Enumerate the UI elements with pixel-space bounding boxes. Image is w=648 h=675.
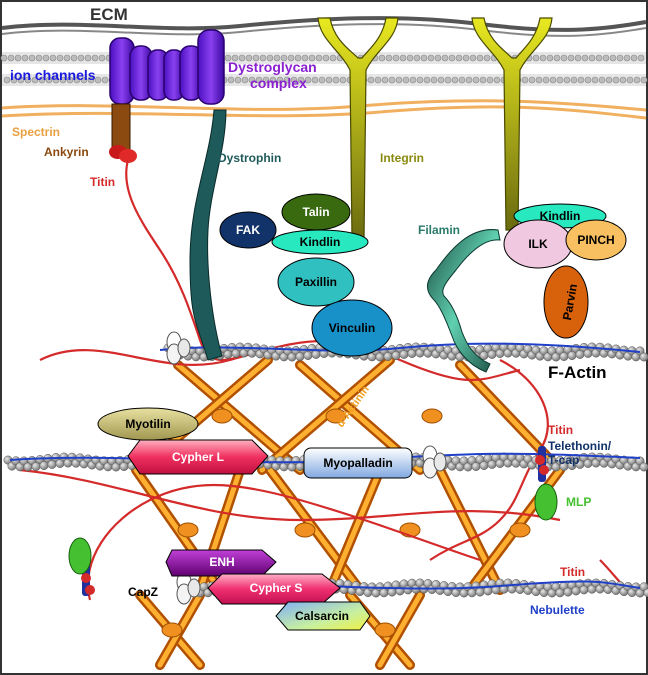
- protein-pinch: PINCH: [565, 219, 627, 261]
- titin-top-label: Titin: [90, 175, 115, 189]
- protein-cypher-l: Cypher L: [127, 439, 269, 475]
- integrin-left: [317, 17, 399, 241]
- integrin-label: Integrin: [380, 151, 424, 165]
- protein-myotilin: Myotilin: [97, 407, 199, 441]
- pinch-label: PINCH: [577, 233, 614, 247]
- talin-label: Talin: [302, 205, 329, 219]
- protein-enh: ENH: [165, 549, 277, 577]
- protein-paxillin: Paxillin: [277, 257, 355, 307]
- dystroglycan-label-line2: complex: [250, 75, 307, 91]
- enh-label: ENH: [209, 555, 234, 569]
- telethonin-left: [68, 537, 95, 596]
- protein-fak: FAK: [219, 211, 277, 249]
- protein-talin: Talin: [281, 193, 351, 231]
- titin-bottom-label: Titin: [560, 565, 585, 579]
- protein-calsarcin: Calsarcin: [275, 601, 371, 631]
- myopalladin-label: Myopalladin: [323, 456, 392, 470]
- f-actin-label: F-Actin: [548, 363, 607, 382]
- protein-ilk: ILK: [503, 219, 573, 269]
- filamin: [427, 229, 501, 373]
- telethonin-right: [534, 446, 558, 521]
- titin-strands: [19, 159, 641, 601]
- kindlin-left-label: Kindlin: [300, 235, 341, 249]
- protein-kindlin-left: Kindlin: [271, 229, 369, 255]
- ankyrin: [109, 103, 137, 163]
- nebulette-label: Nebulette: [530, 603, 585, 617]
- telethonin-label-line2: T-cap: [548, 453, 579, 467]
- cypher-s-label: Cypher S: [250, 581, 303, 595]
- paxillin-label: Paxillin: [295, 275, 337, 289]
- protein-vinculin: Vinculin: [311, 299, 393, 357]
- vinculin-label: Vinculin: [329, 321, 375, 335]
- protein-parvin: Parvin: [543, 265, 589, 339]
- calsarcin-label: Calsarcin: [295, 609, 349, 623]
- spectrin-label: Spectrin: [12, 125, 60, 139]
- dystroglycan-label-line1: Dystroglycan: [228, 59, 317, 75]
- titin-right-label: Titin: [548, 423, 573, 437]
- mlp-label: MLP: [566, 495, 591, 509]
- dystrophin-label: Dystrophin: [218, 151, 281, 165]
- dystrophin: [189, 109, 227, 361]
- capz-label: CapZ: [128, 585, 158, 599]
- ion-channels-label: ion channels: [10, 67, 96, 83]
- ilk-label: ILK: [528, 237, 548, 251]
- myotilin-label: Myotilin: [125, 417, 170, 431]
- filamin-label: Filamin: [418, 223, 460, 237]
- fak-label: FAK: [236, 223, 260, 237]
- ion-channel: [109, 29, 225, 105]
- capz-clamps: [166, 331, 447, 605]
- kindlin-right-label: Kindlin: [540, 209, 581, 223]
- protein-cypher-s: Cypher S: [207, 573, 341, 605]
- protein-myopalladin: Myopalladin: [303, 447, 413, 479]
- telethonin-label-line1: Telethonin/: [548, 439, 612, 453]
- integrin-right: [471, 17, 553, 231]
- ankyrin-label: Ankyrin: [44, 145, 89, 159]
- cypher-l-label: Cypher L: [172, 450, 224, 464]
- parvin-label: Parvin: [560, 283, 580, 322]
- ecm-label: ECM: [90, 5, 128, 24]
